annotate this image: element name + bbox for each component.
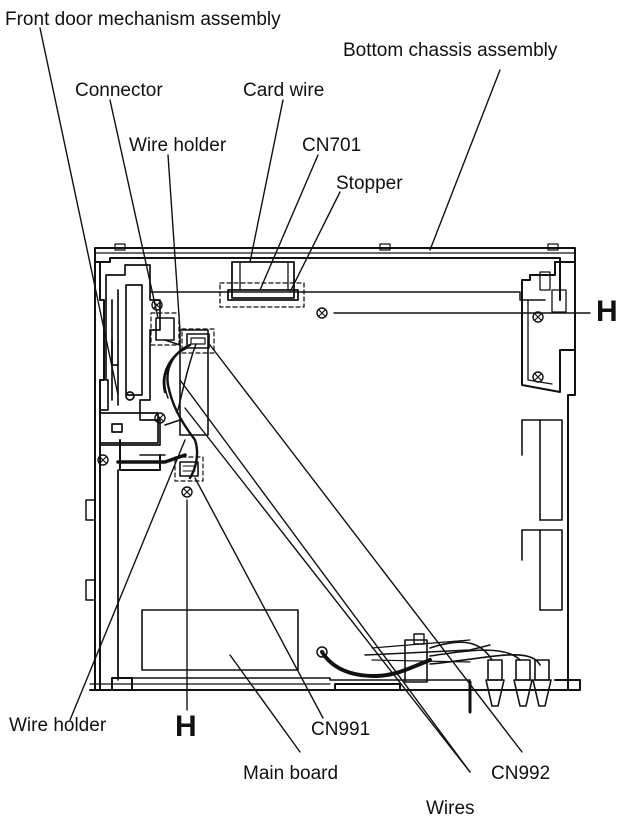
right-side-tabs	[521, 419, 563, 611]
bottom-cable	[316, 633, 552, 714]
label-cn991: CN991	[311, 719, 371, 740]
wire-holder-top-clip	[164, 329, 209, 436]
label-wire-holder-bottom: Wire holder	[9, 715, 107, 736]
label-h-right: H	[596, 295, 618, 328]
card-wire-assembly	[219, 261, 305, 308]
label-cn992: CN992	[491, 763, 551, 784]
wire-bundle-top	[162, 343, 199, 480]
main-board	[116, 453, 471, 681]
label-connector: Connector	[75, 80, 163, 101]
connector-cn992	[181, 328, 215, 354]
screw-h-bottom	[181, 486, 193, 498]
label-front-door-mechanism-assembly: Front door mechanism assembly	[5, 9, 281, 30]
label-wire-holder-top: Wire holder	[129, 135, 227, 156]
label-cn701: CN701	[302, 135, 362, 156]
label-card-wire: Card wire	[243, 80, 325, 101]
label-wires: Wires	[426, 798, 475, 819]
right-bracket	[521, 261, 576, 393]
label-main-board: Main board	[243, 763, 339, 784]
label-h-bottom: H	[175, 710, 197, 743]
label-stopper: Stopper	[336, 173, 403, 194]
front-door-mechanism	[97, 264, 166, 466]
label-bottom-chassis-assembly: Bottom chassis assembly	[343, 40, 558, 61]
screw-h-right	[316, 307, 328, 319]
connector-top	[150, 312, 180, 346]
leader-lines	[39, 27, 591, 773]
